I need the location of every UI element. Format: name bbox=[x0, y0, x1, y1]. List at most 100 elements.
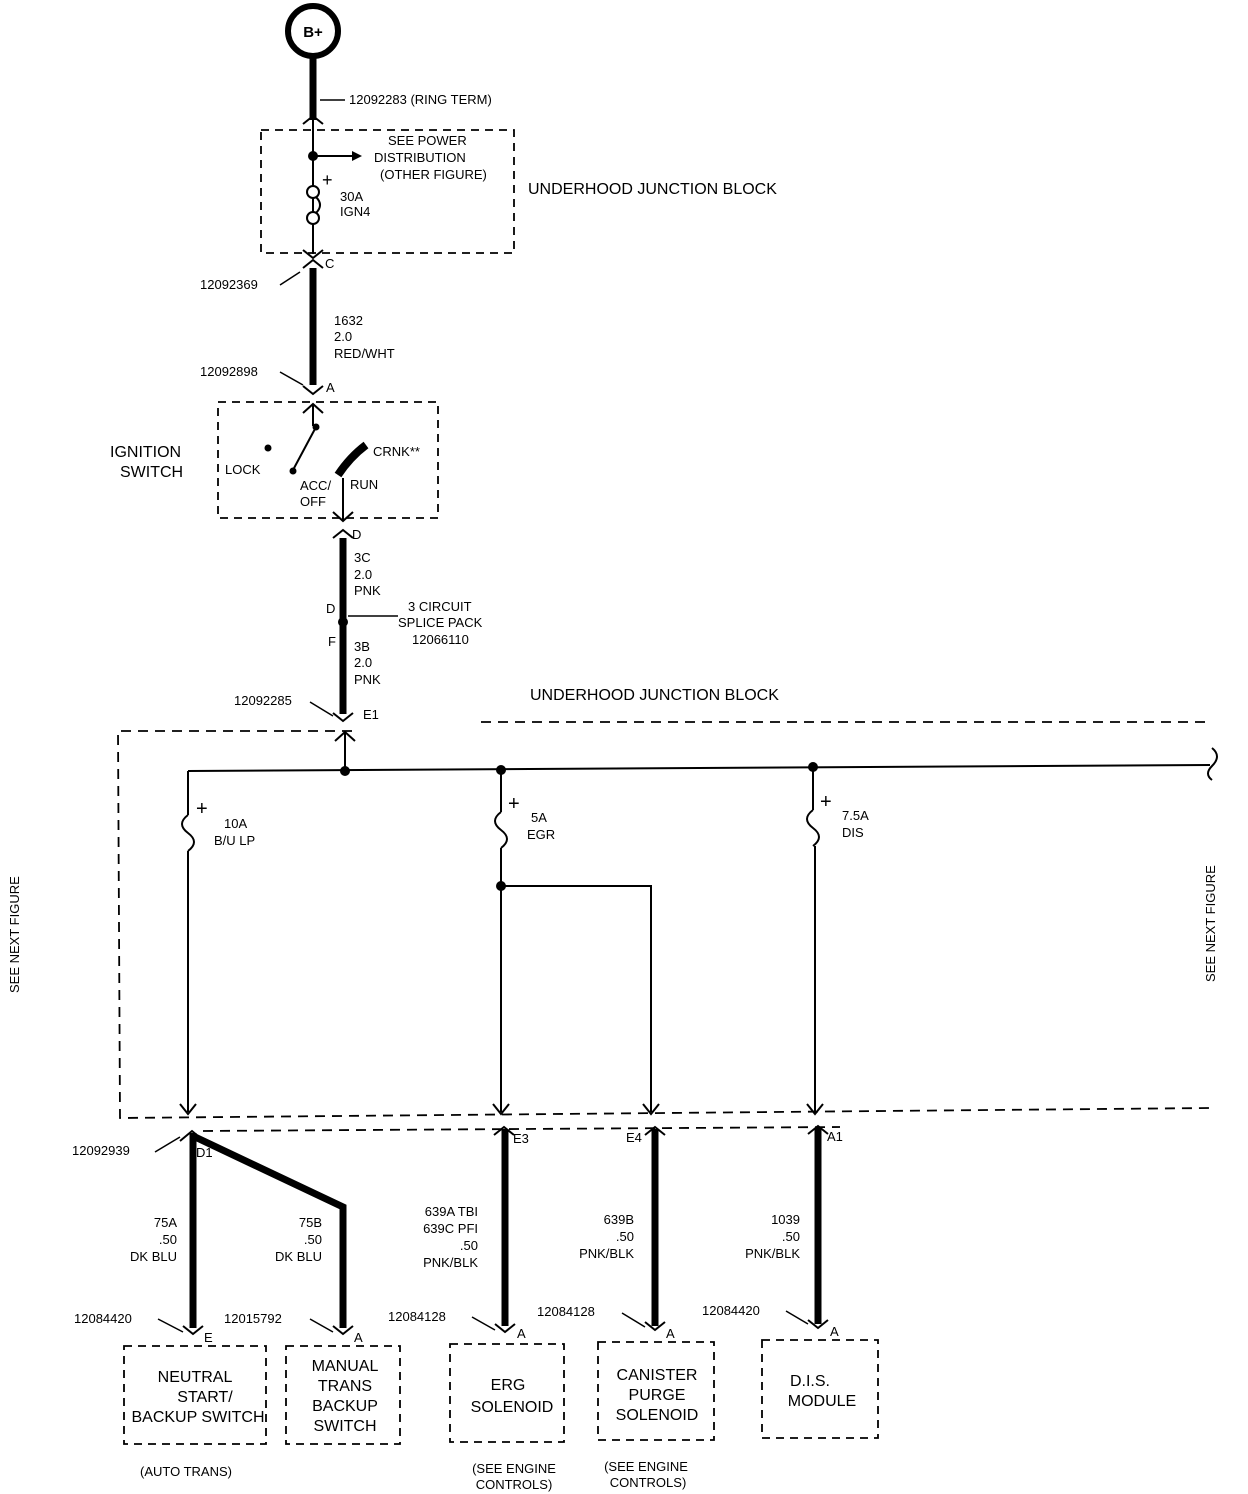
c639a-line-3: .50 bbox=[460, 1238, 478, 1253]
pin-e3: E3 bbox=[513, 1131, 529, 1146]
c639b-line-3: PNK/BLK bbox=[579, 1246, 634, 1261]
c75b-line-2: .50 bbox=[304, 1232, 322, 1247]
c75a-line-1: 75A bbox=[154, 1215, 177, 1230]
connector-12092939-label: 12092939 bbox=[72, 1143, 130, 1158]
fuse-30a bbox=[306, 185, 321, 225]
fuse-10a bbox=[179, 771, 197, 1116]
dis-module-line-2: MODULE bbox=[788, 1393, 856, 1410]
fuse-5a-name: EGR bbox=[527, 827, 555, 842]
comp-connector-4-part: 12084128 bbox=[537, 1304, 595, 1319]
battery-label: B+ bbox=[303, 24, 323, 41]
neutral-start-note: (AUTO TRANS) bbox=[140, 1464, 232, 1479]
erg-note-line-1: (SEE ENGINE bbox=[472, 1461, 556, 1476]
ignition-switch-title-1: IGNITION bbox=[110, 444, 181, 461]
svg-text:+: + bbox=[322, 170, 333, 190]
connector-12092369-label: 12092369 bbox=[200, 277, 258, 292]
splice-pack-line-3: 12066110 bbox=[412, 632, 469, 647]
fuse-7-5a bbox=[806, 767, 824, 1116]
neutral-start-backup-switch-box bbox=[123, 1345, 267, 1445]
fuse-10a-rating: 10A bbox=[224, 816, 247, 831]
c75b-line-3: DK BLU bbox=[275, 1249, 322, 1264]
svg-text:+: + bbox=[508, 793, 520, 815]
neutral-start-line-3: BACKUP SWITCH bbox=[131, 1409, 264, 1426]
ujb-top-title: UNDERHOOD JUNCTION BLOCK bbox=[528, 181, 777, 198]
ignition-lock-label: LOCK bbox=[225, 462, 261, 477]
c639a-line-1: 639A TBI bbox=[425, 1204, 478, 1219]
wire-3b-line-2: 2.0 bbox=[354, 655, 372, 670]
erg-solenoid-line-2: SOLENOID bbox=[471, 1399, 554, 1416]
bottom-connector-row bbox=[202, 1126, 841, 1132]
ring-terminal-label: 12092283 (RING TERM) bbox=[349, 92, 492, 107]
c75a-line-2: .50 bbox=[159, 1232, 177, 1247]
comp-connector-5-pin: A bbox=[830, 1324, 839, 1339]
pin-d1: D1 bbox=[196, 1145, 213, 1160]
wire-3c-line-3: PNK bbox=[354, 583, 381, 598]
c639a-line-2: 639C PFI bbox=[423, 1221, 478, 1236]
ignition-switch-box bbox=[217, 401, 439, 519]
wire-1632-line-1: 1632 bbox=[334, 313, 363, 328]
c1039-line-2: .50 bbox=[782, 1229, 800, 1244]
see-next-figure-left: SEE NEXT FIGURE bbox=[7, 876, 22, 993]
ignition-acc-label: ACC/ bbox=[300, 478, 331, 493]
ignition-switch-title-2: SWITCH bbox=[120, 464, 183, 481]
wire-3c-line-2: 2.0 bbox=[354, 567, 372, 582]
neutral-start-line-1: NEUTRAL bbox=[158, 1369, 233, 1386]
svg-text:+: + bbox=[820, 791, 832, 813]
comp-connector-2-pin: A bbox=[354, 1330, 363, 1345]
ignition-off-label: OFF bbox=[300, 494, 326, 509]
fuse-10a-name: B/U LP bbox=[214, 833, 255, 848]
fuse-7-5a-name: DIS bbox=[842, 825, 864, 840]
pin-c: C bbox=[325, 256, 334, 271]
wire-1632-line-2: 2.0 bbox=[334, 329, 352, 344]
pin-e1: E1 bbox=[363, 707, 379, 722]
erg-solenoid-box bbox=[449, 1343, 565, 1443]
c639a-line-4: PNK/BLK bbox=[423, 1255, 478, 1270]
wire-3b-line-3: PNK bbox=[354, 672, 381, 687]
fuse-5a bbox=[492, 770, 660, 1116]
neutral-start-line-2: START/ bbox=[177, 1389, 233, 1406]
dis-module-line-1: D.I.S. bbox=[790, 1373, 830, 1390]
connector-12092285-label: 12092285 bbox=[234, 693, 292, 708]
see-next-figure-right: SEE NEXT FIGURE bbox=[1203, 865, 1218, 982]
comp-connector-2-part: 12015792 bbox=[224, 1311, 282, 1326]
canister-line-1: CANISTER bbox=[617, 1367, 698, 1384]
see-power-line-3: (OTHER FIGURE) bbox=[380, 167, 487, 182]
manual-trans-backup-switch-box bbox=[285, 1345, 401, 1445]
canister-line-2: PURGE bbox=[629, 1387, 686, 1404]
see-power-line-1: SEE POWER bbox=[388, 133, 467, 148]
ujb-bottom-title: UNDERHOOD JUNCTION BLOCK bbox=[530, 687, 779, 704]
erg-note-line-2: CONTROLS) bbox=[476, 1477, 553, 1492]
wire-3b-line-1: 3B bbox=[354, 639, 370, 654]
pin-d-ignition: D bbox=[352, 527, 361, 542]
wire-75b bbox=[191, 1132, 347, 1328]
battery-source: B+ bbox=[285, 3, 341, 59]
dis-module-box bbox=[761, 1339, 879, 1439]
wire-1632-line-3: RED/WHT bbox=[334, 346, 395, 361]
wire-3c-line-1: 3C bbox=[354, 550, 371, 565]
pin-a1: A1 bbox=[827, 1129, 843, 1144]
manual-trans-line-3: BACKUP bbox=[312, 1398, 378, 1415]
c75a-line-3: DK BLU bbox=[130, 1249, 177, 1264]
manual-trans-line-4: SWITCH bbox=[313, 1418, 376, 1435]
comp-connector-3-pin: A bbox=[517, 1326, 526, 1341]
ujb-top-box bbox=[260, 129, 515, 254]
comp-connector-1-pin: E bbox=[204, 1330, 213, 1345]
c75b-line-1: 75B bbox=[299, 1215, 322, 1230]
pin-a-ignition: A bbox=[326, 380, 335, 395]
splice-pack-line-2: SPLICE PACK bbox=[398, 615, 483, 630]
connector-12092898-label: 12092898 bbox=[200, 364, 258, 379]
c1039-line-1: 1039 bbox=[771, 1212, 800, 1227]
svg-text:+: + bbox=[196, 798, 208, 820]
erg-solenoid-line-1: ERG bbox=[491, 1377, 526, 1394]
pin-e4: E4 bbox=[626, 1130, 642, 1145]
fuse-7-5a-rating: 7.5A bbox=[842, 808, 869, 823]
comp-connector-4-pin: A bbox=[666, 1326, 675, 1341]
canister-purge-solenoid-box bbox=[597, 1341, 715, 1441]
fuse-30a-name: IGN4 bbox=[340, 204, 370, 219]
splice-pack-line-1: 3 CIRCUIT bbox=[408, 599, 472, 614]
ignition-crank-label: CRNK** bbox=[373, 444, 420, 459]
c639b-line-1: 639B bbox=[604, 1212, 634, 1227]
bus-bar bbox=[187, 764, 1211, 772]
comp-connector-1-part: 12084420 bbox=[74, 1311, 132, 1326]
